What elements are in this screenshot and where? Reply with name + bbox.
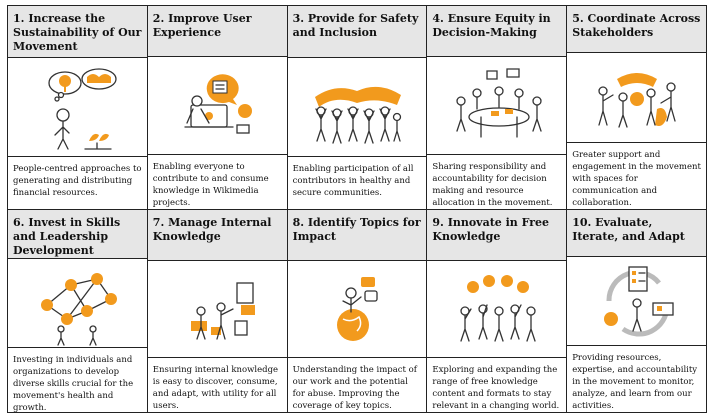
card-title: 9. Innovate in Free Knowledge — [427, 209, 567, 261]
documents-icon — [191, 282, 256, 340]
card-evaluate-iterate: 10. Evaluate, Iterate, and Adapt Providi… — [567, 209, 707, 413]
card-description: Sharing responsibility and accountabilit… — [432, 161, 553, 208]
ideas-crowd-icon — [460, 274, 536, 342]
collaboration-icon — [597, 73, 676, 129]
card-title: 1. Increase the Sustainability of Our Mo… — [8, 6, 147, 58]
network-icon — [41, 272, 118, 346]
card-title: 10. Evaluate, Iterate, and Adapt — [567, 209, 706, 257]
card-sustainability: 1. Increase the Sustainability of Our Mo… — [8, 6, 148, 210]
card-topics-impact: 8. Identify Topics for Impact Understand… — [287, 209, 428, 413]
card-description: Providing resources, expertise, and acco… — [572, 353, 698, 411]
card-description: Enabling participation of all contributo… — [292, 164, 414, 198]
card-description: Ensuring internal knowledge is easy to d… — [152, 365, 279, 411]
card-equity-decision: 4. Ensure Equity in Decision-Making Shar… — [427, 6, 568, 210]
card-user-experience: 2. Improve User Experience Enabling ever… — [147, 6, 288, 210]
card-skills-leadership: 6. Invest in Skills and Leadership Devel… — [8, 209, 148, 413]
card-coordinate-stakeholders: 5. Coordinate Across Stakeholders Greate… — [567, 6, 707, 210]
card-description: Understanding the impact of our work and… — [292, 365, 417, 411]
card-internal-knowledge: 7. Manage Internal Knowledge Ensuring in… — [147, 209, 288, 413]
card-description: Investing in individuals and organizatio… — [13, 354, 134, 413]
card-title: 3. Provide for Safety and Inclusion — [287, 6, 427, 58]
money-tree-icon — [48, 68, 118, 150]
round-table-icon — [456, 68, 542, 139]
card-title: 2. Improve User Experience — [147, 6, 287, 58]
card-title: 5. Coordinate Across Stakeholders — [567, 6, 706, 54]
card-description: People-centred approaches to generating … — [13, 164, 142, 198]
card-safety-inclusion: 3. Provide for Safety and Inclusion Enab… — [287, 6, 428, 210]
recommendations-grid: 1. Increase the Sustainability of Our Mo… — [7, 5, 707, 413]
card-description: Greater support and engagement in the mo… — [572, 149, 701, 208]
card-title: 7. Manage Internal Knowledge — [147, 209, 287, 261]
laptop-user-icon — [184, 74, 253, 135]
card-description: Enabling everyone to contribute to and c… — [152, 161, 269, 208]
card-title: 8. Identify Topics for Impact — [287, 209, 427, 261]
card-title: 6. Invest in Skills and Leadership Devel… — [8, 209, 147, 259]
card-description: Exploring and expanding the range of fre… — [432, 365, 560, 411]
card-title: 4. Ensure Equity in Decision-Making — [427, 6, 567, 58]
shelter-group-icon — [314, 86, 402, 144]
card-innovate-knowledge: 9. Innovate in Free Knowledge Exploring … — [427, 209, 568, 413]
cycle-icon — [603, 266, 674, 337]
globe-person-icon — [336, 276, 378, 341]
